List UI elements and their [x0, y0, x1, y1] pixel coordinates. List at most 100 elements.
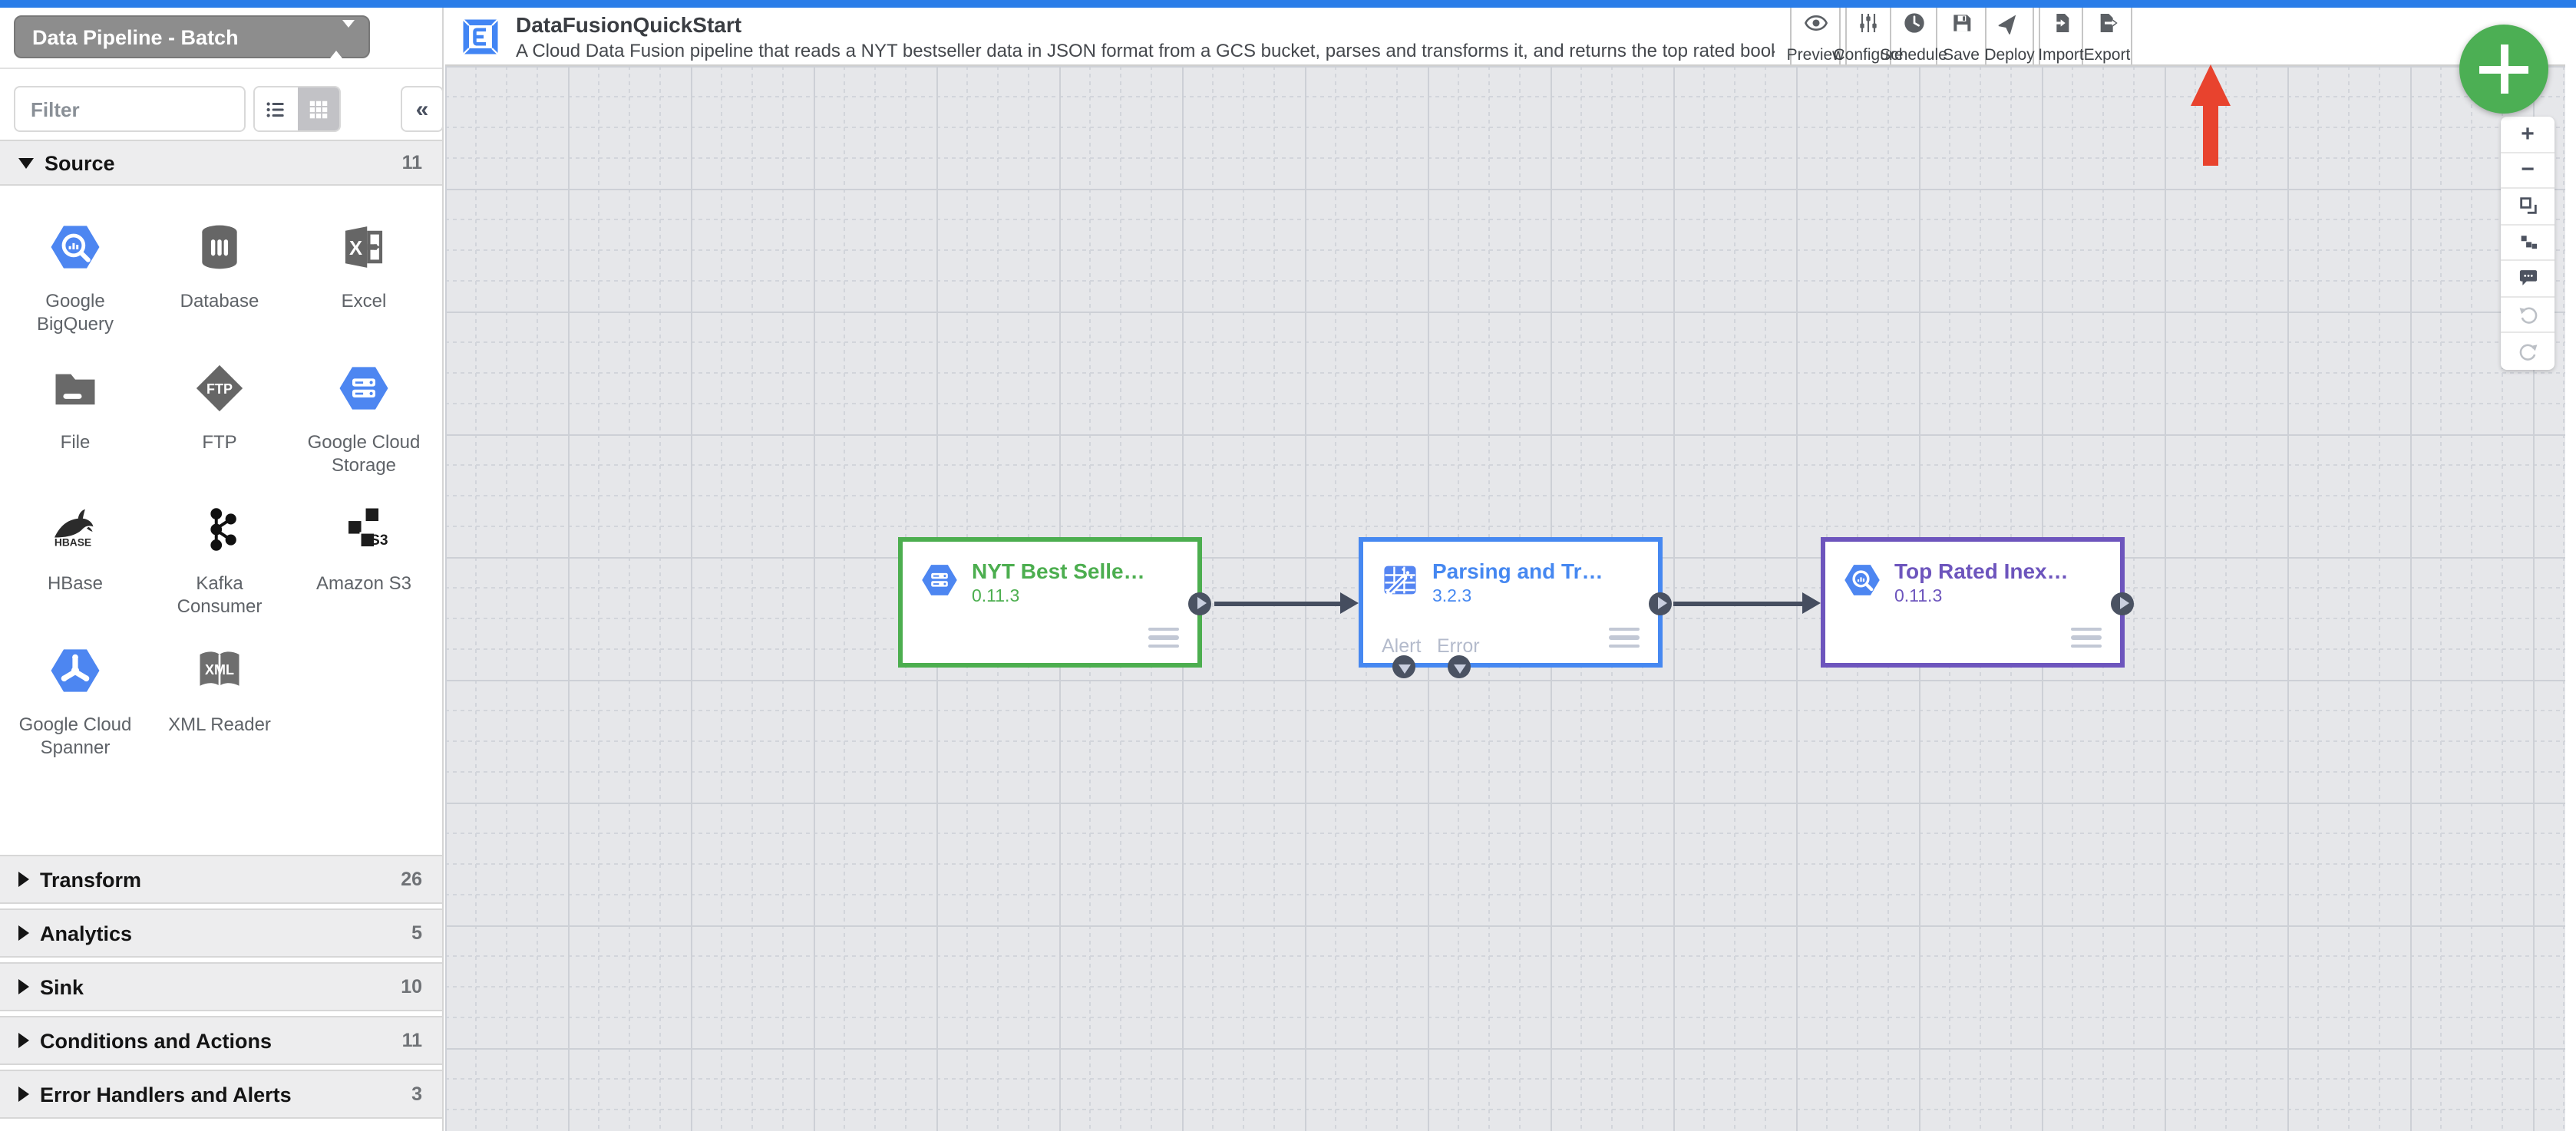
caret-right-icon — [18, 925, 29, 941]
hbase-orca-icon: HBASE — [48, 499, 103, 560]
xml-book-icon: XML — [192, 640, 247, 701]
deploy-button[interactable]: Deploy — [1984, 8, 2035, 64]
list-icon — [267, 101, 285, 117]
section-conditions-actions[interactable]: Conditions and Actions 11 — [0, 1016, 442, 1065]
connection-line-2 — [1673, 601, 1802, 605]
comment-button[interactable] — [2501, 261, 2555, 297]
node-menu-icon[interactable] — [1609, 622, 1640, 648]
align-nodes-button[interactable] — [2501, 225, 2555, 261]
connection-arrowhead-1 — [1340, 592, 1359, 614]
undo-icon — [2518, 307, 2537, 324]
sliders-icon — [1856, 10, 1881, 42]
pipeline-type-dropdown[interactable]: Data Pipeline - Batch — [14, 15, 370, 58]
node-output-port[interactable] — [2111, 592, 2134, 615]
zoom-out-button[interactable]: − — [2501, 153, 2555, 189]
error-port-label: Error — [1437, 635, 1480, 657]
plugin-file[interactable]: File — [3, 336, 147, 477]
section-count: 5 — [411, 922, 422, 944]
section-count: 11 — [401, 1030, 422, 1051]
section-source[interactable]: Source 11 — [0, 140, 442, 186]
fit-to-screen-button[interactable] — [2501, 189, 2555, 225]
plugin-kafka-consumer[interactable]: Kafka Consumer — [147, 477, 292, 618]
save-button[interactable]: Save — [1937, 8, 1986, 64]
grid-view-button[interactable] — [297, 87, 339, 130]
spanner-icon — [48, 640, 103, 701]
node-menu-icon[interactable] — [1148, 622, 1179, 648]
plugin-sidebar: Data Pipeline - Batch « Source 11 — [0, 8, 444, 1131]
svg-text:HBASE: HBASE — [54, 537, 91, 549]
data-fusion-logo-icon — [457, 14, 504, 68]
eye-icon — [1803, 10, 1828, 42]
node-menu-icon[interactable] — [2071, 622, 2102, 648]
export-button[interactable]: Export — [2083, 8, 2131, 64]
svg-text:XML: XML — [205, 662, 234, 678]
pipeline-type-label: Data Pipeline - Batch — [32, 25, 239, 48]
plugin-amazon-s3[interactable]: S3 Amazon S3 — [292, 477, 436, 618]
schedule-button[interactable]: Schedule — [1880, 8, 1947, 64]
category-sections: Transform 26 Analytics 5 Sink 10 Conditi… — [0, 850, 442, 1119]
plugin-google-cloud-spanner[interactable]: Google Cloud Spanner — [3, 618, 147, 760]
fit-icon — [2519, 197, 2536, 215]
svg-text:FTP: FTP — [206, 381, 233, 397]
add-plugin-button[interactable] — [2459, 25, 2548, 114]
zoom-in-button[interactable]: + — [2501, 117, 2555, 153]
node-output-port[interactable] — [1649, 592, 1672, 615]
node-top-rated-sink[interactable]: Top Rated Inex… 0.11.3 — [1821, 537, 2134, 668]
plugin-xml-reader[interactable]: XML XML Reader — [147, 618, 292, 760]
plugin-hbase[interactable]: HBASE HBase — [3, 477, 147, 618]
node-output-port[interactable] — [1188, 592, 1211, 615]
svg-text:S3: S3 — [370, 533, 388, 549]
grid-icon — [309, 100, 327, 118]
pipeline-canvas[interactable]: NYT Best Selle… 0.11.3 Parsing and Tr… 3… — [445, 66, 2565, 1131]
preview-button[interactable]: Preview — [1787, 8, 1844, 64]
node-title: Top Rated Inex… — [1894, 559, 2069, 583]
browser-top-accent-bar — [0, 0, 2576, 8]
plugin-ftp[interactable]: FTP FTP — [147, 336, 292, 477]
bigquery-node-icon — [1842, 560, 1882, 608]
section-sink[interactable]: Sink 10 — [0, 962, 442, 1011]
gcs-node-icon — [920, 560, 959, 608]
plugin-google-cloud-storage[interactable]: Google Cloud Storage — [292, 336, 436, 477]
pipeline-header: DataFusionQuickStart A Cloud Data Fusion… — [445, 8, 2565, 66]
double-chevron-left-icon: « — [415, 96, 429, 122]
node-version: 3.2.3 — [1432, 588, 1472, 606]
section-count: 3 — [411, 1083, 422, 1105]
s3-cubes-icon: S3 — [336, 499, 391, 560]
scrollbar-track[interactable] — [2565, 8, 2576, 1131]
export-icon — [2095, 10, 2119, 42]
section-count: 11 — [401, 152, 422, 173]
import-icon — [2049, 10, 2073, 42]
comment-bubble-icon — [2518, 270, 2537, 286]
node-parsing-transform[interactable]: Parsing and Tr… 3.2.3 Alert Error — [1359, 537, 1672, 678]
source-plugin-grid: Google BigQuery Database X Excel File — [3, 195, 441, 760]
alert-port[interactable] — [1392, 655, 1415, 678]
view-toggle — [253, 86, 341, 132]
plugin-google-bigquery[interactable]: Google BigQuery — [3, 195, 147, 336]
error-port[interactable] — [1448, 655, 1471, 678]
import-button[interactable]: Import — [2038, 8, 2084, 64]
connection-arrowhead-2 — [1802, 592, 1821, 614]
caret-right-icon — [18, 1033, 29, 1048]
floppy-save-icon — [1949, 10, 1973, 42]
configure-button[interactable]: Configure — [1833, 8, 1904, 64]
section-count: 26 — [401, 869, 422, 890]
collapse-sidebar-button[interactable]: « — [401, 86, 444, 132]
node-nyt-best-sellers[interactable]: NYT Best Selle… 0.11.3 — [898, 537, 1211, 668]
list-view-button[interactable] — [255, 87, 297, 130]
minus-icon: − — [2521, 157, 2535, 183]
folder-icon — [49, 358, 101, 419]
plugin-excel[interactable]: X Excel — [292, 195, 436, 336]
section-error-handlers[interactable]: Error Handlers and Alerts 3 — [0, 1070, 442, 1119]
action-toolbar: Preview Configure Schedule — [1787, 8, 2132, 64]
plugin-database[interactable]: Database — [147, 195, 292, 336]
section-analytics[interactable]: Analytics 5 — [0, 908, 442, 958]
filter-input[interactable] — [14, 86, 246, 132]
section-transform[interactable]: Transform 26 — [0, 855, 442, 904]
node-version: 0.11.3 — [972, 588, 1020, 606]
undo-button[interactable] — [2501, 297, 2555, 333]
alert-port-label: Alert — [1382, 635, 1422, 657]
section-count: 10 — [401, 976, 422, 997]
ftp-icon: FTP — [192, 358, 247, 419]
redo-button[interactable] — [2501, 333, 2555, 369]
